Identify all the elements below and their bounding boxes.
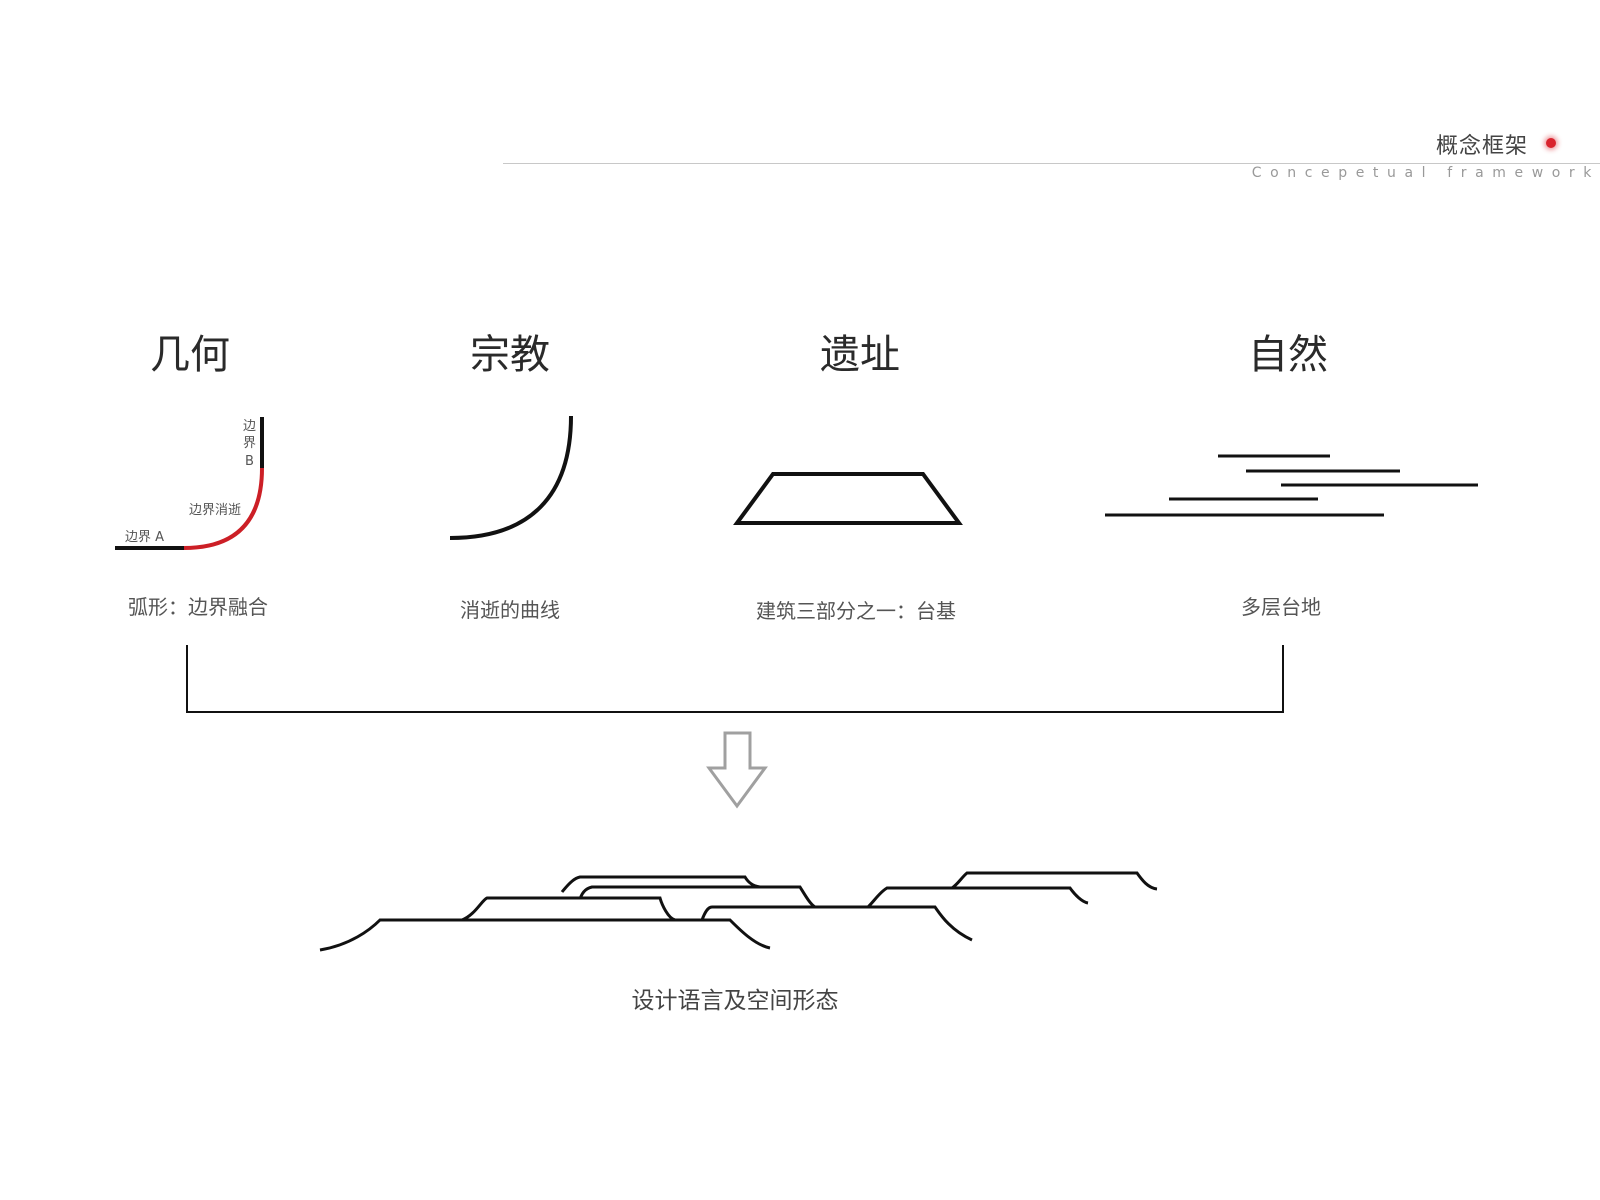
boundary-b-label-2: 界 [243,436,256,451]
page-title: 概念框架 [1435,134,1528,159]
plinth-layer-5 [560,875,761,893]
page-subtitle: Concepetual framework [1251,165,1600,181]
caption-ruins: 建筑三部分之一：台基 [756,599,956,623]
accent-dot-icon [1546,138,1556,148]
header-divider [503,163,1600,164]
down-arrow-outline-icon [706,731,768,809]
boundary-a-label: 边界 A [125,530,164,545]
design-language-forms [319,871,1158,952]
religion-fading-curve [449,415,573,540]
plinth-layer-7 [951,871,1158,891]
boundary-fade-label: 边界消逝 [189,503,241,518]
boundary-b-label-1: 边 [243,419,256,434]
plinth-layer-1 [319,918,771,952]
boundary-fade-arc [183,467,264,550]
merge-bracket [186,645,1284,713]
category-title-nature: 自然 [1248,332,1328,378]
plinth-layer-2 [461,896,676,922]
plinth-layer-3 [700,905,973,942]
caption-geometry: 弧形：边界融合 [128,595,268,619]
category-title-geometry: 几何 [150,332,230,378]
result-caption: 设计语言及空间形态 [631,988,839,1014]
nature-terrace-lines [1105,454,1478,517]
geometry-boundary-diagram: 边界 A 边 界 B 边界消逝 [115,417,264,550]
caption-religion: 消逝的曲线 [460,598,560,622]
category-title-religion: 宗教 [470,332,550,378]
boundary-b-label-3: B [245,454,254,469]
plinth-layer-4 [578,885,816,909]
caption-nature: 多层台地 [1241,595,1321,619]
category-title-ruins: 遗址 [820,332,900,378]
ruins-plinth-trapezoid [733,472,963,525]
plinth-layer-6 [866,886,1089,909]
